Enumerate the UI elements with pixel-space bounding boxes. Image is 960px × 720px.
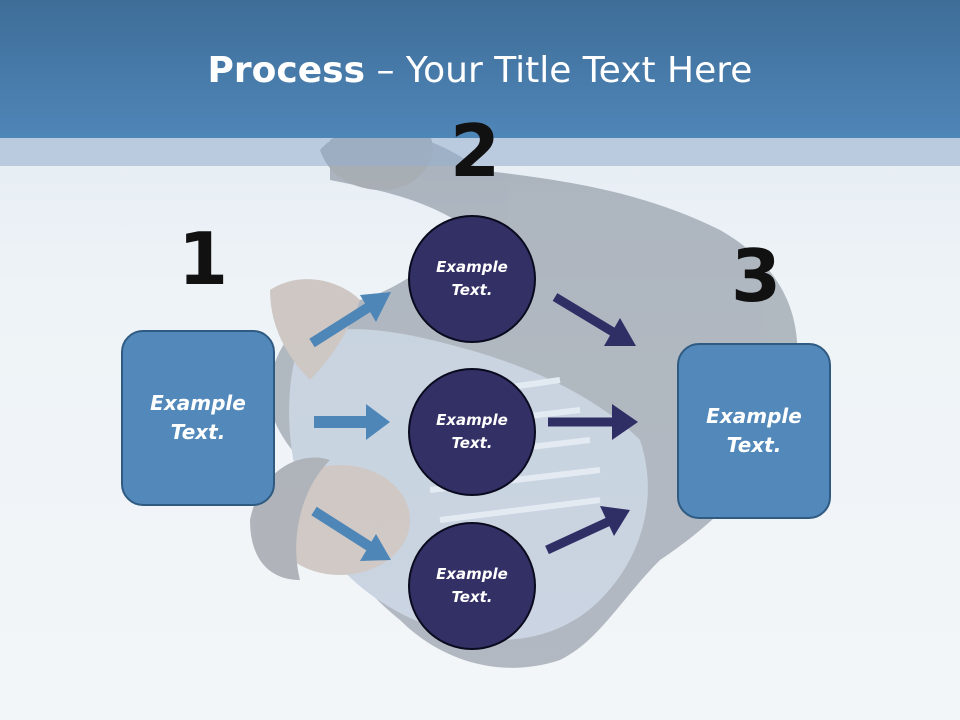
left-box: Example Text. bbox=[121, 330, 275, 506]
right-box: Example Text. bbox=[677, 343, 831, 519]
title-bold: Process bbox=[207, 50, 366, 91]
step-number-1: 1 bbox=[178, 217, 229, 301]
circle-bottom-text: Example Text. bbox=[436, 565, 508, 606]
arrow-down-right-left bbox=[311, 506, 391, 561]
slide-title: Process – Your Title Text Here bbox=[0, 50, 960, 91]
circle-top-text: Example Text. bbox=[436, 258, 508, 299]
arrow-up-right-left bbox=[309, 292, 391, 348]
circle-bottom: Example Text. bbox=[408, 522, 536, 650]
title-rest: – Your Title Text Here bbox=[365, 50, 753, 91]
step-number-3: 3 bbox=[731, 234, 782, 318]
left-box-text: Example Text. bbox=[150, 391, 246, 444]
title-bar bbox=[0, 0, 960, 138]
arrow-down-right-right bbox=[552, 293, 636, 346]
title-bar-band bbox=[0, 138, 960, 166]
left-arrows bbox=[309, 292, 391, 561]
circle-middle: Example Text. bbox=[408, 368, 536, 496]
right-box-text: Example Text. bbox=[706, 404, 802, 457]
step-number-2: 2 bbox=[450, 109, 501, 193]
arrow-up-right-right bbox=[545, 506, 630, 555]
right-arrows bbox=[545, 293, 638, 555]
arrow-straight-right bbox=[548, 404, 638, 440]
circle-middle-text: Example Text. bbox=[436, 411, 508, 452]
arrow-straight-left bbox=[314, 404, 390, 440]
circle-top: Example Text. bbox=[408, 215, 536, 343]
